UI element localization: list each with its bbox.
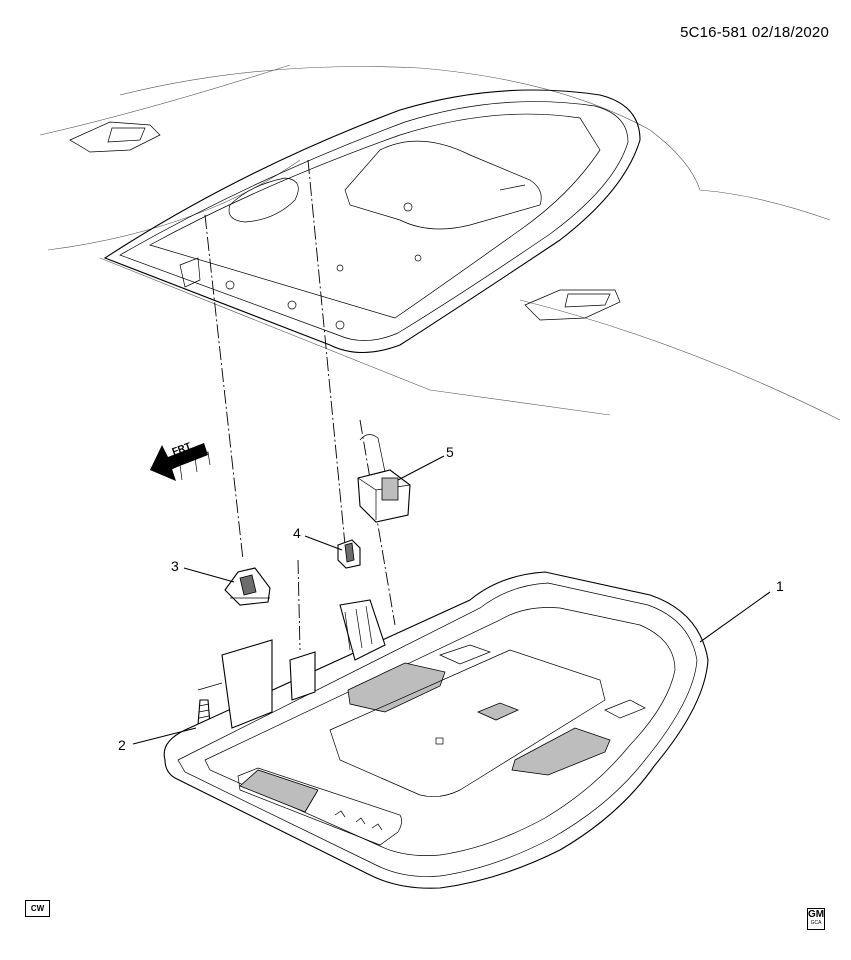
- drawing-code: 5C16-581 02/18/2020: [680, 24, 829, 41]
- front-direction-arrow-icon: [150, 443, 211, 481]
- callout-leaders: [132, 455, 771, 745]
- part-5-connector: [357, 434, 411, 523]
- part-3-bracket: [224, 567, 271, 606]
- cw-badge: CW: [25, 900, 50, 917]
- gm-logo-subtext: GCA: [810, 920, 822, 926]
- callout-5: 5: [446, 444, 454, 460]
- callout-2: 2: [118, 737, 126, 753]
- roof-headliner: [39, 64, 841, 421]
- alignment-lines: [204, 159, 396, 651]
- callout-3: 3: [171, 558, 179, 574]
- gm-logo-icon: GM GCA: [807, 908, 825, 930]
- callout-4: 4: [293, 525, 301, 541]
- callout-1: 1: [776, 578, 784, 594]
- part-4-clip: [337, 539, 361, 569]
- part-1-overhead-console: [163, 571, 709, 889]
- gm-logo-text: GM: [808, 909, 825, 920]
